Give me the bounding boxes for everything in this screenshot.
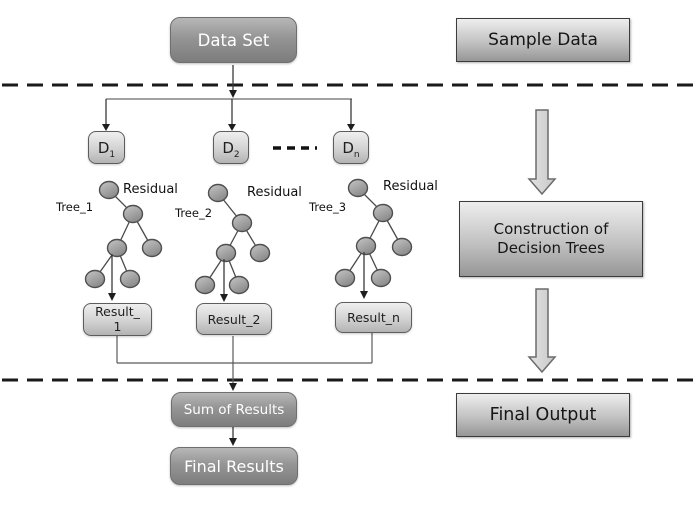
- result-collector-lines: [116, 332, 373, 385]
- tree-node: [347, 178, 369, 198]
- dataset-label: Dn: [342, 138, 360, 160]
- tree-node: [207, 183, 229, 203]
- result-box-1: Result_ 1: [83, 303, 152, 336]
- dataset-label: D1: [97, 138, 116, 160]
- tree-label-3: Tree_3: [309, 200, 347, 214]
- data-set-box: Data Set: [170, 17, 297, 63]
- dataset-box-d1: D1: [88, 131, 125, 164]
- construction-of-decision-trees-box: Construction of Decision Trees: [459, 201, 643, 277]
- residual-label-3: Residual: [383, 179, 438, 194]
- dataset-label: D2: [222, 138, 240, 160]
- block-arrow-down-icon: [527, 109, 557, 196]
- residual-label-1: Residual: [123, 182, 178, 197]
- tree-node: [141, 238, 163, 258]
- dataset-fanout-lines: [105, 65, 352, 126]
- result-box-2: Result_2: [196, 303, 272, 335]
- dataset-box-d2: D2: [213, 131, 249, 164]
- tree-node: [372, 203, 394, 223]
- sum-of-results-box: Sum of Results: [171, 392, 297, 427]
- tree-3-graph: [334, 178, 413, 299]
- fanout-arrowheads: [102, 90, 355, 131]
- tree-1-graph: [84, 180, 163, 301]
- tree-node: [249, 243, 271, 263]
- tree-node: [119, 269, 141, 289]
- tree-label-2: Tree_2: [175, 206, 213, 220]
- tree-node: [334, 268, 356, 288]
- tree-node: [228, 275, 250, 295]
- block-arrow-down-icon: [527, 288, 557, 374]
- tree-node: [122, 204, 144, 224]
- tree-node: [106, 238, 128, 258]
- tree-node: [84, 269, 106, 289]
- tree-node: [231, 213, 253, 233]
- sample-data-box: Sample Data: [456, 18, 630, 62]
- dataset-box-dn: Dn: [333, 131, 369, 164]
- final-results-box: Final Results: [170, 447, 298, 485]
- final-arrowhead: [229, 438, 237, 446]
- tree-2-graph: [194, 183, 271, 302]
- tree-label-1: Tree_1: [56, 200, 94, 214]
- tree-node: [194, 275, 216, 295]
- tree-node: [355, 236, 377, 256]
- result-box-n: Result_n: [335, 302, 412, 333]
- residual-label-2: Residual: [247, 185, 302, 200]
- sum-arrowhead: [229, 383, 237, 391]
- tree-node: [391, 237, 413, 257]
- tree-node: [98, 180, 120, 200]
- tree-node: [215, 243, 237, 263]
- tree-node: [370, 268, 392, 288]
- final-output-box: Final Output: [456, 393, 630, 437]
